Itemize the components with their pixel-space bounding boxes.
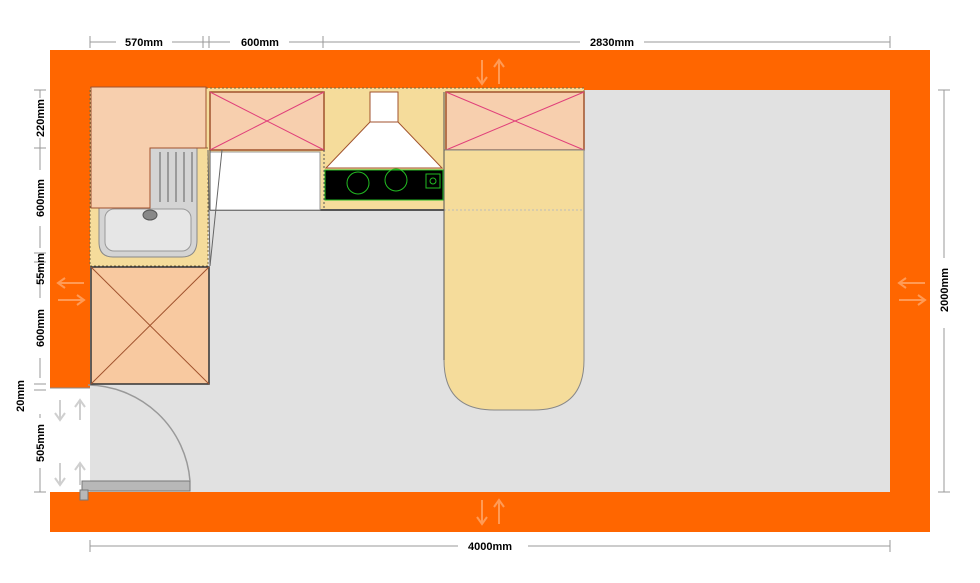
burner-icon (346, 171, 370, 195)
sink-drain-icon (142, 209, 158, 221)
hob-controls-icon (425, 173, 441, 189)
hob[interactable] (324, 168, 444, 201)
door-hinge (79, 489, 89, 501)
upper-corner-cabinet[interactable] (90, 86, 207, 209)
left-dimension-column (34, 89, 46, 493)
dishwasher[interactable] (209, 150, 325, 211)
dim-label-bottom: 4000mm (468, 541, 512, 553)
door-swing-arc (87, 384, 191, 482)
top-wall-move-arrows-icon (476, 58, 505, 86)
dim-label-left-6: 505mm (35, 424, 47, 462)
extractor-hood[interactable] (324, 91, 444, 169)
bottom-wall-move-arrows-icon (476, 498, 505, 526)
corner-filler-diag (209, 149, 223, 267)
dim-label-top-3: 2830mm (590, 37, 634, 49)
left-wall-move-arrows-icon (56, 277, 86, 306)
sink[interactable] (98, 147, 198, 258)
right-wall-move-arrows-icon (897, 277, 927, 306)
dim-label-left-1: 220mm (35, 99, 47, 137)
door-leaf[interactable] (81, 480, 191, 492)
dim-label-top-2: 600mm (241, 37, 279, 49)
door-move-arrows-icon (54, 398, 86, 487)
peninsula-countertop[interactable] (443, 149, 585, 411)
dim-label-left-5: 20mm (15, 380, 27, 412)
dim-label-left-2: 600mm (35, 179, 47, 217)
dim-label-top-1: 570mm (125, 37, 163, 49)
top-dimension-row (89, 36, 891, 48)
dim-label-right: 2000mm (939, 268, 951, 312)
lower-left-cabinet[interactable] (90, 266, 210, 385)
right-dimension-column (938, 89, 950, 493)
burner-icon (384, 168, 408, 192)
upper-cabinet-right[interactable] (445, 91, 585, 151)
bottom-dimension-row (89, 540, 891, 552)
sink-drainer-icon (159, 152, 193, 202)
upper-cabinet-middle[interactable] (209, 91, 325, 151)
dim-label-left-3: 55mm (35, 253, 47, 285)
dim-label-left-4: 600mm (35, 309, 47, 347)
corner-filler-line (207, 149, 211, 267)
door-opening[interactable] (50, 388, 90, 492)
